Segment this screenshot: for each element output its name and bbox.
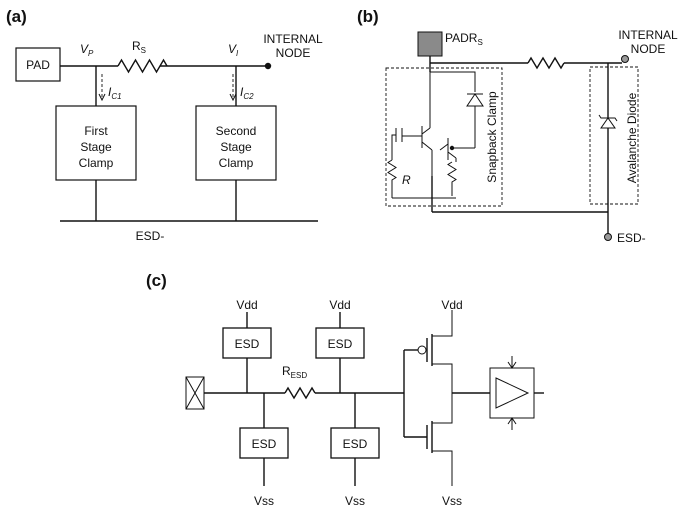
vss-label-2: Vss <box>345 494 365 508</box>
avalanche-diode-bar <box>598 114 618 122</box>
vi-label: VI <box>228 42 239 58</box>
avalanche-diode-box <box>589 66 639 205</box>
r-label: R <box>402 173 411 187</box>
nmos-drain <box>432 393 453 424</box>
esd-minus-label-a: ESD- <box>136 229 165 243</box>
r-esd-label: RESD <box>282 364 307 380</box>
buffer-triangle <box>495 377 530 409</box>
esd-block-2 <box>315 327 365 359</box>
buffer-top-arrow <box>507 356 517 369</box>
clamp1-line-2: Stage <box>80 140 112 154</box>
panel-c: (c) RESD Vdd ESD Vdd ESD ESD Vss ESD Vss <box>146 271 544 508</box>
esd-block-2-label: ESD <box>328 337 353 351</box>
pmos-drain <box>432 363 453 393</box>
internal-node-dot <box>264 62 272 70</box>
rs-resistor <box>117 58 168 74</box>
vss-label-1: Vss <box>254 494 274 508</box>
nmos-gate <box>401 128 422 142</box>
esd-block-1-label: ESD <box>235 337 260 351</box>
rs-resistor-b <box>527 56 565 70</box>
vdd-label-2: Vdd <box>329 298 350 312</box>
rs-label: RS <box>132 39 146 55</box>
io-pad-cross <box>185 376 205 410</box>
panel-a-label: (a) <box>6 7 27 26</box>
clamp1-line-1: First <box>84 124 108 138</box>
diode-top-wire <box>430 71 476 92</box>
nmos-source <box>432 450 453 486</box>
clamp2-line-2: Stage <box>220 140 252 154</box>
snapback-clamp-box <box>385 67 503 207</box>
esd-minus-node-b <box>604 233 612 241</box>
vss-label-3: Vss <box>442 494 462 508</box>
bjt-2 <box>439 138 457 160</box>
avalanche-diode-label: Avalanche Diode <box>625 92 639 183</box>
buffer-bottom-arrow <box>507 417 517 430</box>
clamp2-line-3: Clamp <box>219 156 254 170</box>
pmos-source <box>432 310 453 337</box>
panel-c-label: (c) <box>146 271 167 290</box>
clamp-diode-symbol <box>466 93 484 107</box>
esd-minus-label-b: ESD- <box>617 231 646 245</box>
esd-block-3-label: ESD <box>252 437 277 451</box>
bjt-collector-diag <box>421 127 431 135</box>
nmos-body <box>391 134 396 160</box>
panel-a: (a) PAD VP RS VI INTERNAL NODE IC1 IC2 F… <box>6 7 323 243</box>
bjt-emitter-diag <box>421 141 433 151</box>
snapback-clamp-label: Snapback Clamp <box>485 91 499 183</box>
panel-b-label: (b) <box>357 7 379 26</box>
clamp1-line-3: Clamp <box>79 156 114 170</box>
esd-block-3 <box>239 427 289 459</box>
vdd-label-3: Vdd <box>441 298 462 312</box>
pad-box <box>15 47 61 82</box>
resistor-right <box>447 161 457 196</box>
vdd-label-1: Vdd <box>236 298 257 312</box>
ic1-label: IC1 <box>108 85 122 101</box>
vp-label: VP <box>80 42 94 58</box>
internal-node-b-label-2: NODE <box>631 42 666 56</box>
ic1-arrowhead <box>98 93 106 102</box>
esd-block-4-label: ESD <box>343 437 368 451</box>
ic2-arrowhead <box>229 93 237 102</box>
esd-block-4 <box>330 427 380 459</box>
clamp2-line-1: Second <box>216 124 257 138</box>
internal-node-b-label-1: INTERNAL <box>618 28 678 42</box>
first-stage-clamp <box>55 105 137 181</box>
r-esd-resistor <box>284 386 316 400</box>
avalanche-diode-symbol <box>600 117 616 129</box>
internal-node-b <box>621 55 629 63</box>
panel-b: (b) PADRS INTERNAL NODE Snapback Clamp R <box>357 7 678 245</box>
internal-node-label-1: INTERNAL <box>263 32 323 46</box>
pad-label: PAD <box>26 58 50 72</box>
internal-node-label-2: NODE <box>276 46 311 60</box>
pmos-bubble <box>417 345 427 355</box>
r-resistor <box>387 159 397 198</box>
padr-pad <box>417 31 443 57</box>
padr-label: PADRS <box>445 31 483 47</box>
ic2-label: IC2 <box>240 85 254 101</box>
